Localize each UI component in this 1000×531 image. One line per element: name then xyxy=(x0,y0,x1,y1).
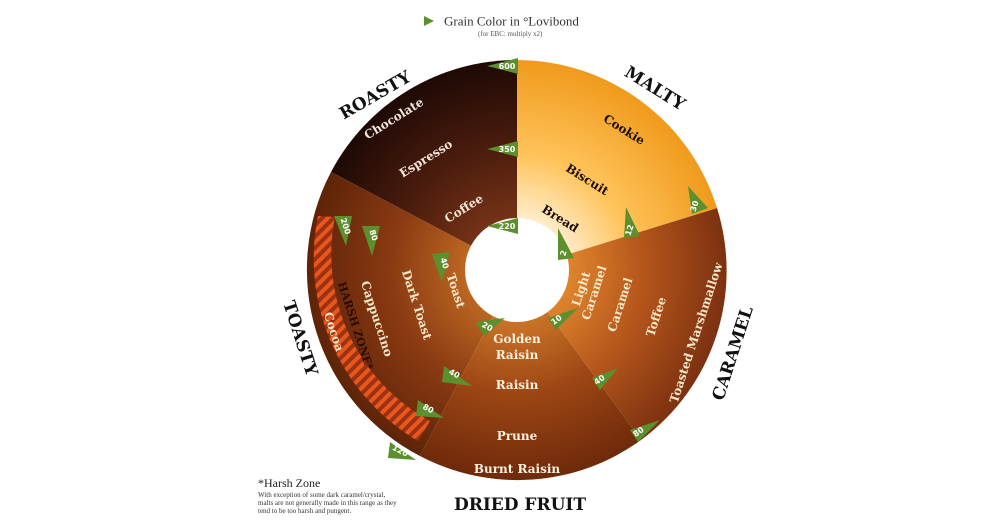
svg-text:220: 220 xyxy=(499,222,516,231)
sector-caramel xyxy=(517,208,727,440)
sector-dried-fruit xyxy=(420,270,641,481)
marker-10: 10 xyxy=(548,308,578,330)
flavor-golden-raisin-line1: Golden xyxy=(493,332,541,346)
legend: Grain Color in °Lovibond (for EBC: multi… xyxy=(424,12,624,38)
marker-40-caramel: 40 xyxy=(592,368,618,390)
marker-80-dried-fruit: 80 xyxy=(416,400,444,418)
harsh-zone-note: *Harsh Zone With exception of some dark … xyxy=(258,476,498,515)
legend-subtitle: (for EBC: multiply x2) xyxy=(478,30,543,38)
svg-text:12: 12 xyxy=(624,224,636,237)
marker-80-caramel: 80 xyxy=(630,420,660,442)
note-text-line1: With exception of some dark caramel/crys… xyxy=(258,491,386,499)
marker-40-dried-fruit: 40 xyxy=(442,366,472,386)
marker-220: 220 xyxy=(487,218,518,234)
svg-text:40: 40 xyxy=(438,257,450,271)
marker-350: 350 xyxy=(487,141,518,157)
flavor-golden-raisin-line2: Raisin xyxy=(496,348,539,362)
marker-80-toasty: 80 xyxy=(362,226,380,256)
marker-2: 2 xyxy=(558,228,574,260)
legend-arrow-icon xyxy=(424,16,434,27)
note-text-line3: tend to be too harsh and pungent. xyxy=(258,507,352,515)
flavor-raisin: Raisin xyxy=(496,378,539,392)
marker-600: 600 xyxy=(487,58,518,74)
marker-12: 12 xyxy=(624,207,640,238)
flavor-burnt-raisin: Burnt Raisin xyxy=(474,462,561,476)
marker-20: 20 xyxy=(476,318,505,336)
marker-40-toasty: 40 xyxy=(432,252,451,282)
center-hole xyxy=(465,218,569,322)
svg-text:350: 350 xyxy=(499,145,516,154)
sector-malty xyxy=(517,60,717,270)
flavor-prune: Prune xyxy=(497,429,538,443)
category-dried-fruit: DRIED FRUIT xyxy=(454,495,586,515)
svg-text:30: 30 xyxy=(689,199,701,213)
legend-title: Grain Color in °Lovibond xyxy=(444,13,579,29)
svg-text:600: 600 xyxy=(499,62,516,71)
svg-text:2: 2 xyxy=(558,249,568,257)
sector-roasty xyxy=(331,59,517,270)
note-title: *Harsh Zone xyxy=(258,476,321,490)
marker-200: 200 xyxy=(334,216,352,246)
marker-30: 30 xyxy=(688,186,708,214)
harsh-zone-band xyxy=(313,216,430,441)
note-text-line2: malts are not generally made in this ran… xyxy=(258,499,397,507)
svg-text:80: 80 xyxy=(367,229,379,243)
